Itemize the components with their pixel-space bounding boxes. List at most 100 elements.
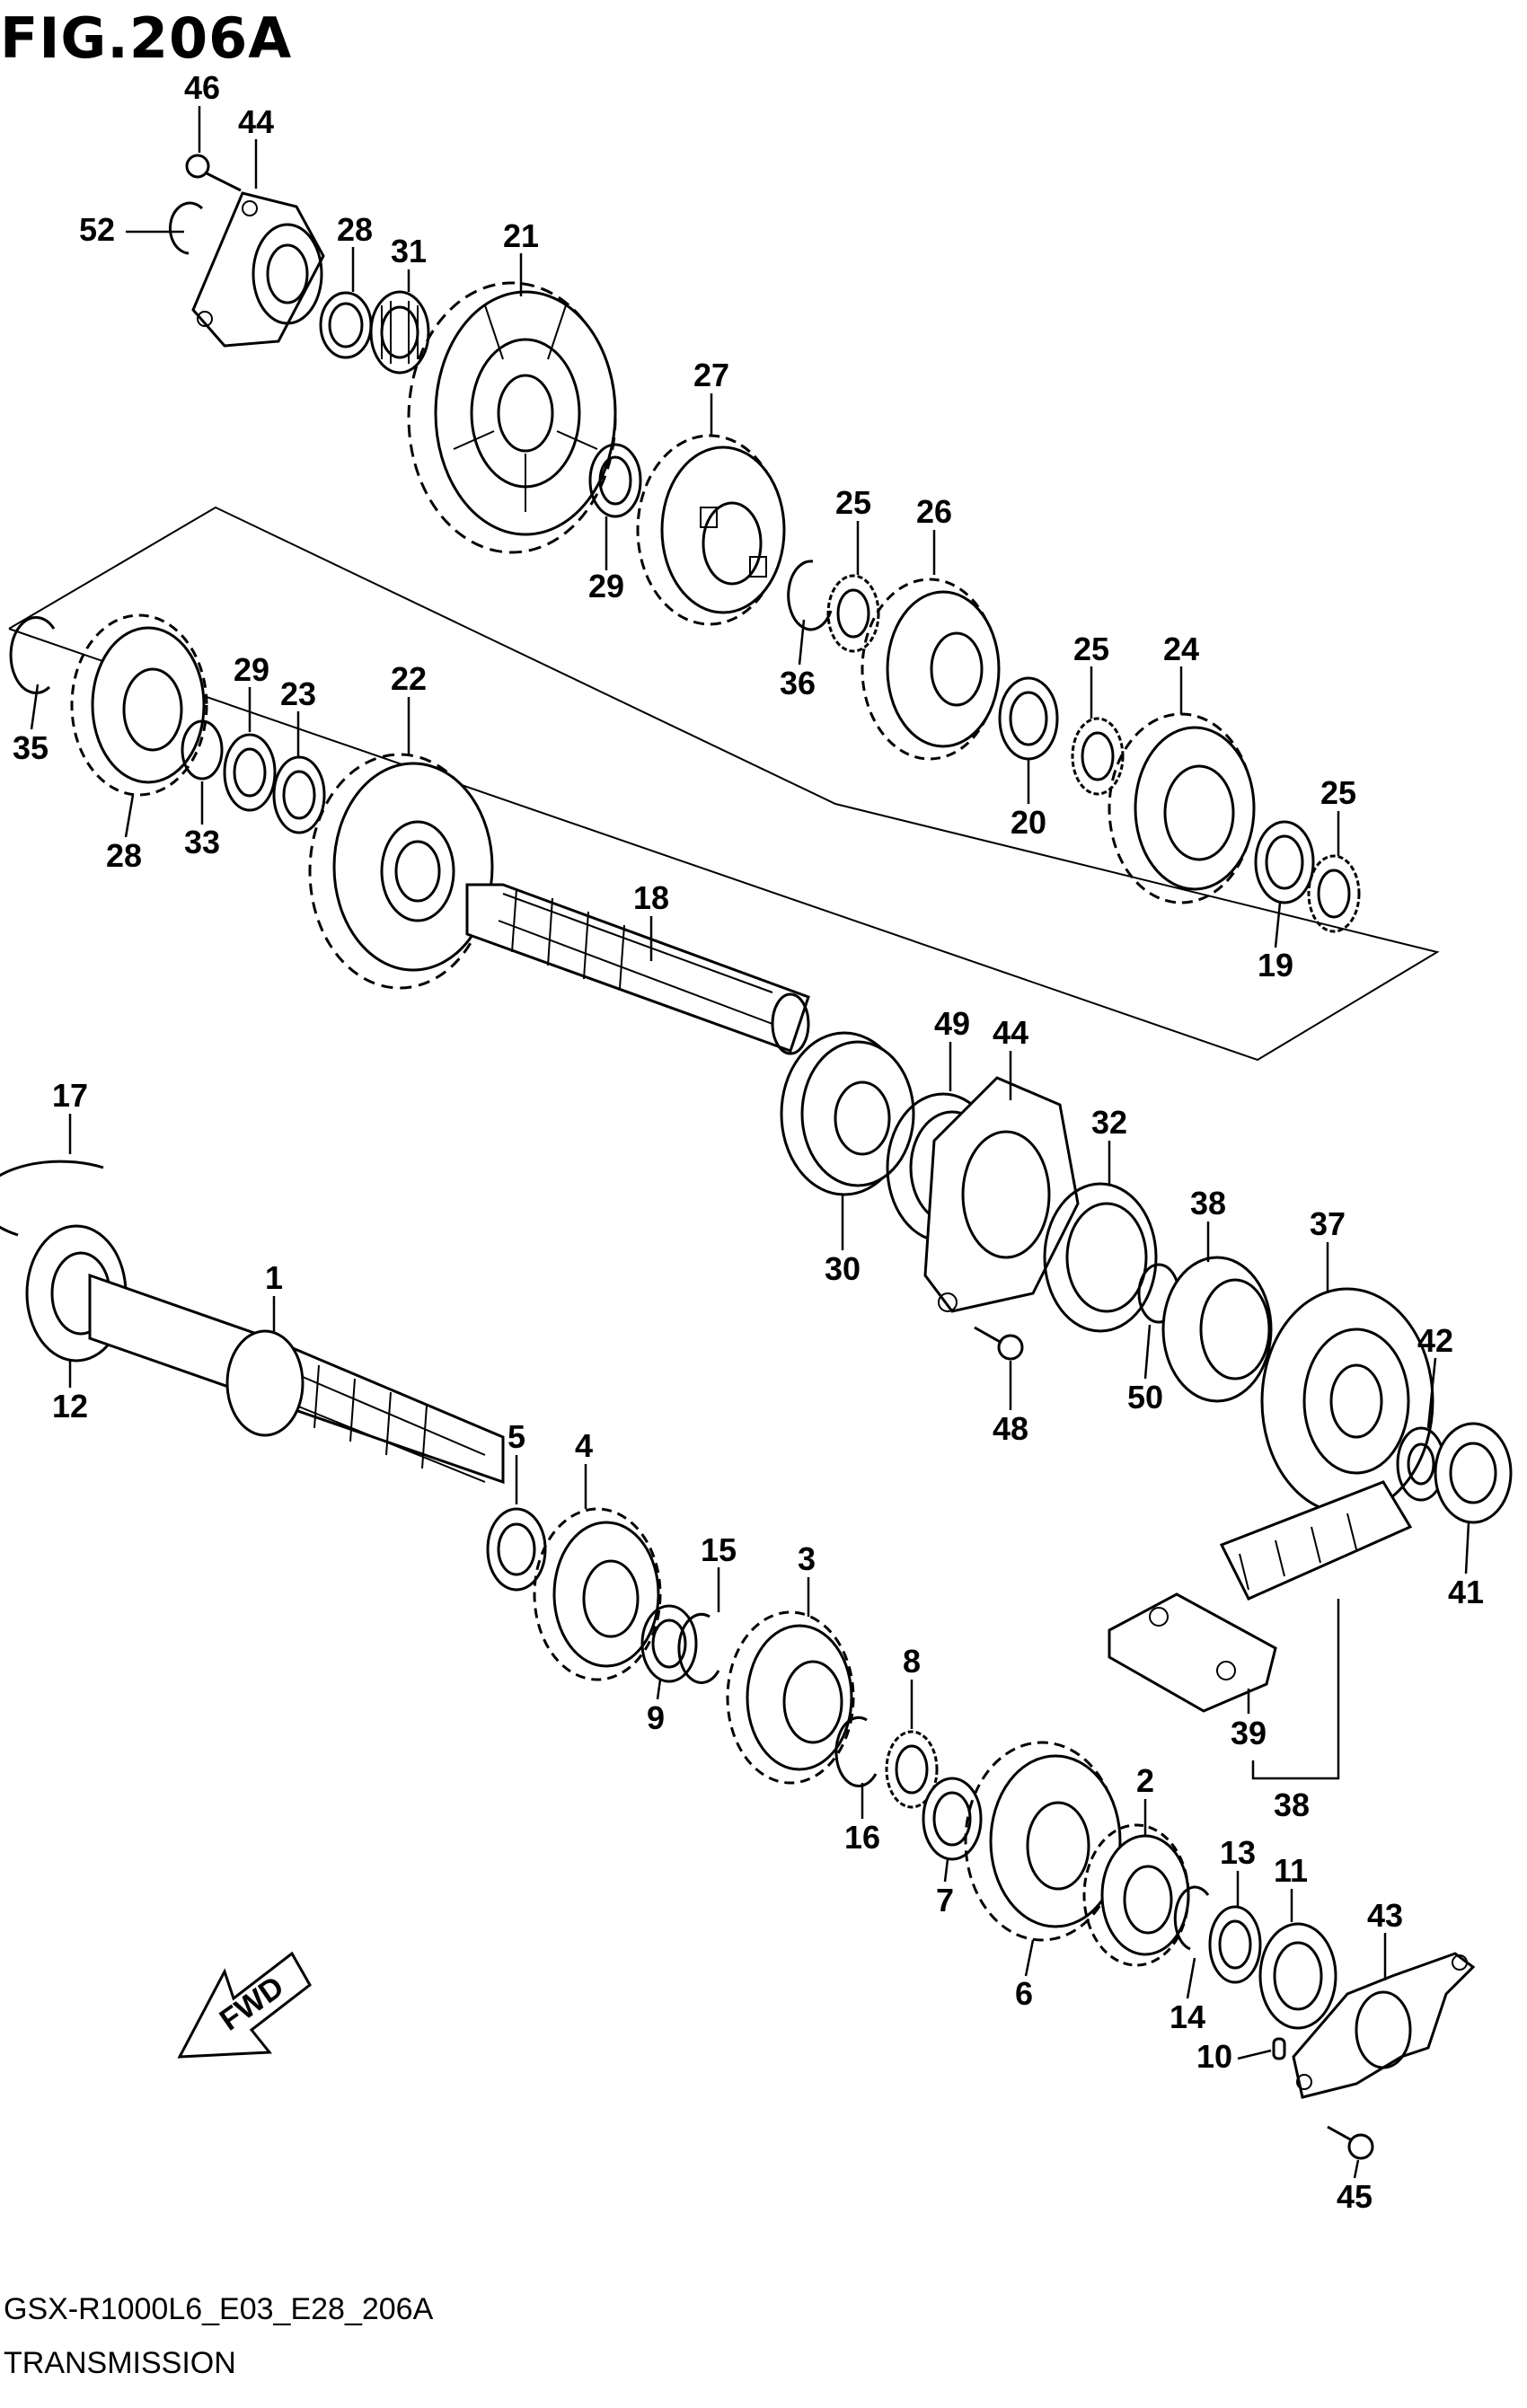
callout-19: 19 — [1258, 947, 1293, 983]
callout-21: 21 — [503, 217, 539, 254]
screw-47 — [1327, 2125, 1374, 2160]
washer-35 — [181, 719, 224, 781]
callout-17: 17 — [52, 1077, 88, 1114]
spacer-39 — [1161, 1256, 1273, 1403]
callout-51: 50 — [1127, 1379, 1163, 1416]
washer-8 — [885, 1730, 939, 1809]
callout-36: 35 — [13, 729, 49, 766]
washer-9 — [640, 1604, 698, 1683]
chain-bracket — [1251, 1599, 1340, 1780]
circlip-14 — [1173, 1885, 1210, 1951]
callout-12: 12 — [52, 1388, 88, 1425]
callout-39: 38 — [1190, 1185, 1226, 1222]
callout-26: 26 — [916, 493, 952, 530]
callout-31: 29 — [588, 568, 624, 604]
sprocket-38 — [1260, 1287, 1434, 1515]
washer-30 — [319, 291, 373, 359]
figure-title: FIG.206A — [0, 5, 293, 71]
gear-24 — [1108, 712, 1256, 904]
gear-28 — [70, 613, 208, 797]
callout-16: 16 — [844, 1819, 880, 1856]
bushing-5 — [486, 1507, 547, 1592]
callout-49: 48 — [993, 1410, 1028, 1447]
callout-30: 28 — [337, 211, 373, 248]
washer-25-c — [1307, 854, 1361, 933]
callout-43: 42 — [1417, 1322, 1453, 1359]
washer-25-b — [1071, 717, 1125, 796]
callout-42: 41 — [1448, 1574, 1484, 1610]
bearing-retainer-45 — [923, 1076, 1080, 1313]
gear-6 — [964, 1741, 1122, 1942]
callout-7: 7 — [936, 1882, 954, 1918]
bushing-23 — [272, 755, 326, 834]
washer-13 — [1208, 1905, 1262, 1984]
oil-seal-34 — [1043, 1182, 1158, 1333]
callout-9: 9 — [647, 1699, 665, 1736]
gear-26 — [861, 578, 1001, 761]
callout-1: 1 — [265, 1259, 283, 1296]
callout-25c: 25 — [1320, 774, 1356, 811]
model-code: GSX-R1000L6_E03_E28_206A — [4, 2292, 434, 2326]
callout-25a: 25 — [835, 484, 871, 521]
callout-15: 15 — [701, 1531, 737, 1568]
callout-11: 11 — [1274, 1852, 1308, 1889]
callout-52: 52 — [79, 211, 115, 248]
gear-4 — [533, 1507, 662, 1681]
callout-50: 49 — [934, 1005, 970, 1042]
callout-23: 23 — [280, 675, 316, 712]
callout-41: 39 — [1231, 1715, 1267, 1751]
callout-2: 2 — [1136, 1762, 1154, 1799]
callout-10: 10 — [1196, 2038, 1232, 2075]
callout-34: 32 — [1091, 1104, 1127, 1141]
bearing-32 — [780, 1031, 915, 1196]
callout-6: 6 — [1015, 1975, 1033, 2012]
callout-13: 13 — [1220, 1834, 1256, 1871]
gear-27 — [636, 434, 786, 626]
callout-47: 45 — [1337, 2178, 1373, 2215]
chain-joint-41 — [1108, 1592, 1277, 1713]
nut-42 — [1434, 1422, 1513, 1524]
callout-4: 4 — [575, 1427, 593, 1464]
callout-5: 5 — [508, 1418, 525, 1455]
callout-32: 30 — [825, 1250, 861, 1287]
callout-25b: 25 — [1073, 631, 1109, 667]
callout-44: 43 — [1367, 1897, 1403, 1934]
circlip-52 — [168, 201, 204, 255]
pin-10 — [1272, 2037, 1286, 2060]
callout-38: 37 — [1310, 1205, 1346, 1242]
callout-46: 44 — [238, 103, 274, 140]
callout-40: 38 — [1274, 1786, 1310, 1823]
callout-35: 33 — [184, 824, 220, 860]
circlip-16 — [834, 1716, 878, 1787]
screw-49 — [974, 1326, 1024, 1361]
callout-45: 44 — [993, 1014, 1028, 1051]
callout-8: 8 — [903, 1643, 921, 1680]
bearing-retainer-46 — [191, 191, 325, 348]
circlip-17 — [0, 1160, 104, 1237]
callout-27: 27 — [693, 357, 729, 393]
circlip-15 — [677, 1612, 720, 1684]
callout-28: 28 — [106, 837, 142, 874]
callout-24: 24 — [1163, 631, 1199, 667]
callout-14: 14 — [1170, 1998, 1205, 2035]
callout-20: 20 — [1011, 804, 1046, 841]
countershaft-group-outline — [8, 506, 1440, 1062]
drive-chain-40 — [1219, 1480, 1413, 1601]
washer-25-a — [826, 574, 880, 653]
gear-21 — [407, 281, 617, 554]
screw-48 — [185, 154, 242, 192]
washer-31 — [588, 443, 642, 518]
gear-2 — [1082, 1823, 1190, 1967]
callout-37: 36 — [780, 665, 816, 701]
callout-labels: 46 44 52 28 31 21 29 27 36 25 26 25 24 — [13, 69, 1484, 2215]
driveshaft-1 — [88, 1273, 505, 1485]
countershaft-18 — [465, 883, 810, 1055]
needle-bearing-19 — [1254, 820, 1315, 904]
needle-bearing-7 — [922, 1777, 983, 1861]
callout-3: 3 — [798, 1540, 816, 1577]
washer-29 — [223, 733, 277, 812]
plate-44 — [1292, 1952, 1476, 2099]
circlip-37 — [787, 560, 833, 631]
needle-bearing-11 — [1258, 1922, 1337, 2030]
